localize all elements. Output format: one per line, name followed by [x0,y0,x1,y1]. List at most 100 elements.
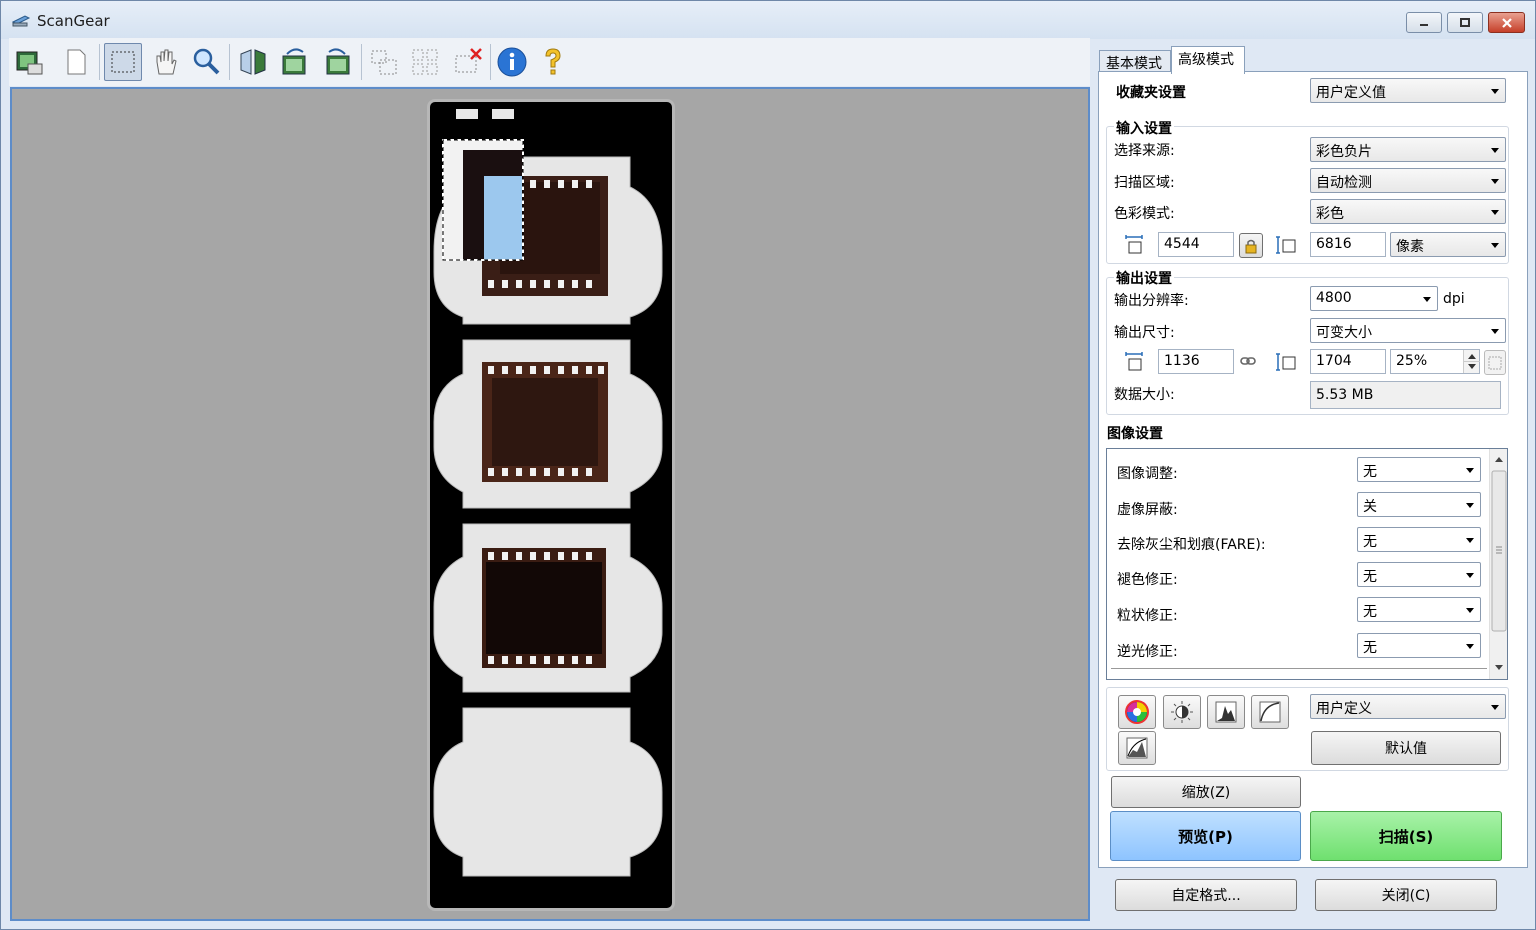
final-review-button[interactable] [1118,731,1156,765]
output-width-field[interactable]: 1136 [1158,349,1234,374]
scan-button[interactable]: 扫描(S) [1310,811,1502,861]
input-width-field[interactable]: 4544 [1158,232,1234,257]
brightness-contrast-button[interactable] [1163,695,1201,729]
defaults-button[interactable]: 默认值 [1311,731,1501,765]
title-bar: ScanGear [1,1,1535,39]
brightness-icon [1171,701,1193,723]
remove-crop-button[interactable] [448,43,486,81]
rotate-left-icon [282,48,306,75]
chevron-down-icon [1423,297,1431,302]
source-label: 选择来源: [1114,143,1175,159]
input-height-field[interactable]: 6816 [1310,232,1386,257]
unsharp-mask-select[interactable]: 关 [1357,492,1481,517]
output-settings-group [1106,277,1509,415]
scroll-arrows-icon [1491,457,1507,670]
mirror-icon [240,49,266,75]
preview-area[interactable] [10,87,1090,921]
chevron-down-icon [1466,608,1474,613]
aspect-lock-button[interactable] [1239,233,1263,258]
width-icon [1125,352,1143,371]
height-icon [1276,236,1296,254]
adjustment-tools-group [1106,687,1509,771]
favorites-label: 收藏夹设置 [1116,85,1186,101]
mirror-button[interactable] [234,43,272,81]
rotate-left-button[interactable] [276,43,314,81]
film-holder-image [433,109,663,877]
zoom-button[interactable]: 缩放(Z) [1111,776,1301,808]
output-size-select[interactable]: 可变大小 [1310,318,1506,343]
window-title: ScanGear [37,12,110,30]
help-button[interactable] [534,43,572,81]
input-settings-group [1106,126,1509,264]
lock-icon [1245,239,1257,253]
data-size-label: 数据大小: [1114,387,1175,403]
chevron-down-icon [1466,538,1474,543]
spinner-arrows-icon [1464,354,1480,369]
custom-format-button[interactable]: 自定格式... [1115,879,1297,911]
scan-area-select[interactable]: 自动检测 [1310,168,1506,193]
output-height-field[interactable]: 1704 [1310,349,1386,374]
histogram-button[interactable] [1207,695,1245,729]
remove-crop-icon [455,48,482,73]
color-mode-label: 色彩模式: [1114,206,1175,222]
crop-selection-icon [111,51,135,73]
output-resolution-select[interactable]: 4800 [1310,286,1438,311]
tone-curve-button[interactable] [1251,695,1289,729]
color-balance-button[interactable] [1118,695,1156,729]
image-settings-scrollbar[interactable] [1489,449,1507,679]
resolution-unit: dpi [1443,291,1465,307]
auto-crop-icon [371,50,397,75]
chevron-down-icon [1491,179,1499,184]
maximize-icon [1460,17,1470,27]
chevron-down-icon [1491,148,1499,153]
favorites-select[interactable]: 用户定义值 [1310,78,1506,103]
close-window-button[interactable] [1488,12,1525,33]
final-review-icon [1126,737,1148,759]
dust-removal-select[interactable]: 无 [1357,527,1481,552]
size-grid-icon [1488,356,1502,369]
select-all-crops-button[interactable] [406,43,444,81]
tab-advanced-mode[interactable]: 高级模式 [1171,46,1245,74]
scale-spinner[interactable] [1463,350,1480,373]
auto-crop-button[interactable] [365,43,403,81]
info-button[interactable] [493,43,531,81]
move-image-button[interactable] [146,43,184,81]
scale-field[interactable]: 25% [1390,349,1480,374]
image-settings-list: 图像调整: 无 虚像屏蔽: 关 去除灰尘和划痕(FARE): 无 褪色修正: 无… [1106,448,1508,680]
film-frame-3 [482,548,606,668]
page-icon [67,49,86,75]
link-icon [1240,357,1256,365]
toolbar [9,38,1090,86]
zoom-tool-button[interactable] [187,43,225,81]
thumbnail-view-button[interactable] [11,43,49,81]
tone-preset-select[interactable]: 用户定义 [1310,694,1506,719]
image-settings-heading: 图像设置 [1107,426,1163,442]
unit-select[interactable]: 像素 [1390,232,1506,257]
preview-button[interactable]: 预览(P) [1110,811,1301,861]
maximize-button[interactable] [1447,12,1483,33]
whole-image-button[interactable] [57,43,95,81]
color-wheel-icon [1125,700,1149,724]
backlight-correction-select[interactable]: 无 [1357,633,1481,658]
hand-icon [156,49,177,75]
rotate-right-icon [326,48,350,75]
color-mode-select[interactable]: 彩色 [1310,199,1506,224]
minimize-button[interactable] [1406,12,1442,33]
chevron-down-icon [1466,644,1474,649]
scan-area-label: 扫描区域: [1114,175,1175,191]
source-select[interactable]: 彩色负片 [1310,137,1506,162]
crop-selection[interactable] [442,139,524,261]
grain-correction-select[interactable]: 无 [1357,597,1481,622]
chevron-down-icon [1491,329,1499,334]
output-size-settings-button[interactable] [1484,350,1506,375]
close-button[interactable]: 关闭(C) [1315,879,1497,911]
crop-button[interactable] [104,43,142,81]
magnifier-icon [193,48,220,75]
fading-correction-select[interactable]: 无 [1357,562,1481,587]
tab-basic-mode[interactable]: 基本模式 [1099,50,1171,74]
rotate-right-button[interactable] [318,43,356,81]
help-icon [545,48,561,75]
histogram-icon [1215,701,1237,723]
image-adjust-select[interactable]: 无 [1357,457,1481,482]
